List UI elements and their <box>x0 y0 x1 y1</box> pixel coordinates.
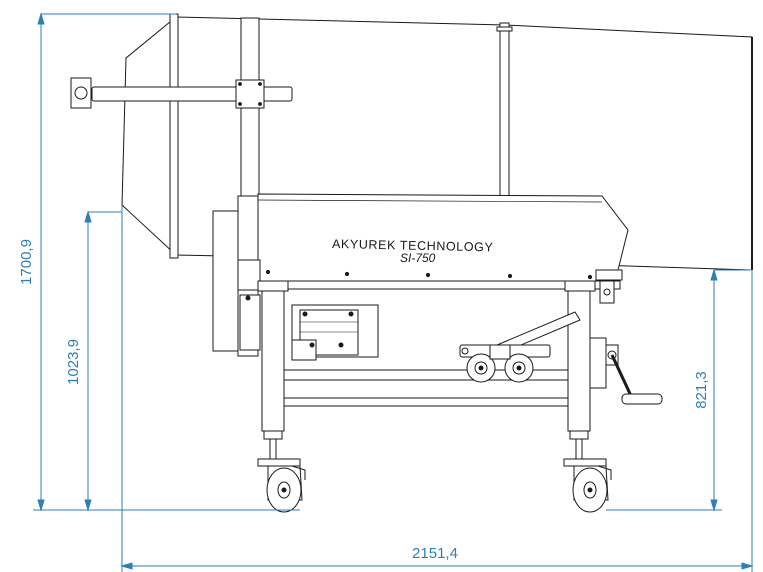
frame-leg-left <box>261 280 285 432</box>
dim-outlet-height: 821,3 <box>693 371 710 409</box>
crank-handle <box>621 393 663 405</box>
crank-arm <box>610 354 634 399</box>
inlet-cone <box>121 15 177 257</box>
caster-right <box>563 430 612 513</box>
frame-bottom-rail <box>283 397 569 407</box>
drum-flange-left <box>169 13 179 259</box>
machine-side-view <box>70 13 753 513</box>
drum-flange-middle-clip-top <box>496 26 513 32</box>
dimension-lines <box>33 12 754 572</box>
dim-total-length: 2151,4 <box>412 545 458 562</box>
tilt-gearbox <box>589 337 607 389</box>
brand-label: AKYUREK TECHNOLOGY <box>332 237 494 254</box>
main-housing <box>257 193 629 282</box>
model-label: SI-750 <box>400 251 436 265</box>
dim-total-height: 1700,9 <box>18 239 35 285</box>
dim-table-height: 1023,9 <box>65 339 82 385</box>
arm-end-hole <box>74 86 88 100</box>
frame-lower-rail <box>283 369 569 381</box>
caster-left <box>257 430 306 513</box>
frame-leg-right <box>567 280 591 432</box>
